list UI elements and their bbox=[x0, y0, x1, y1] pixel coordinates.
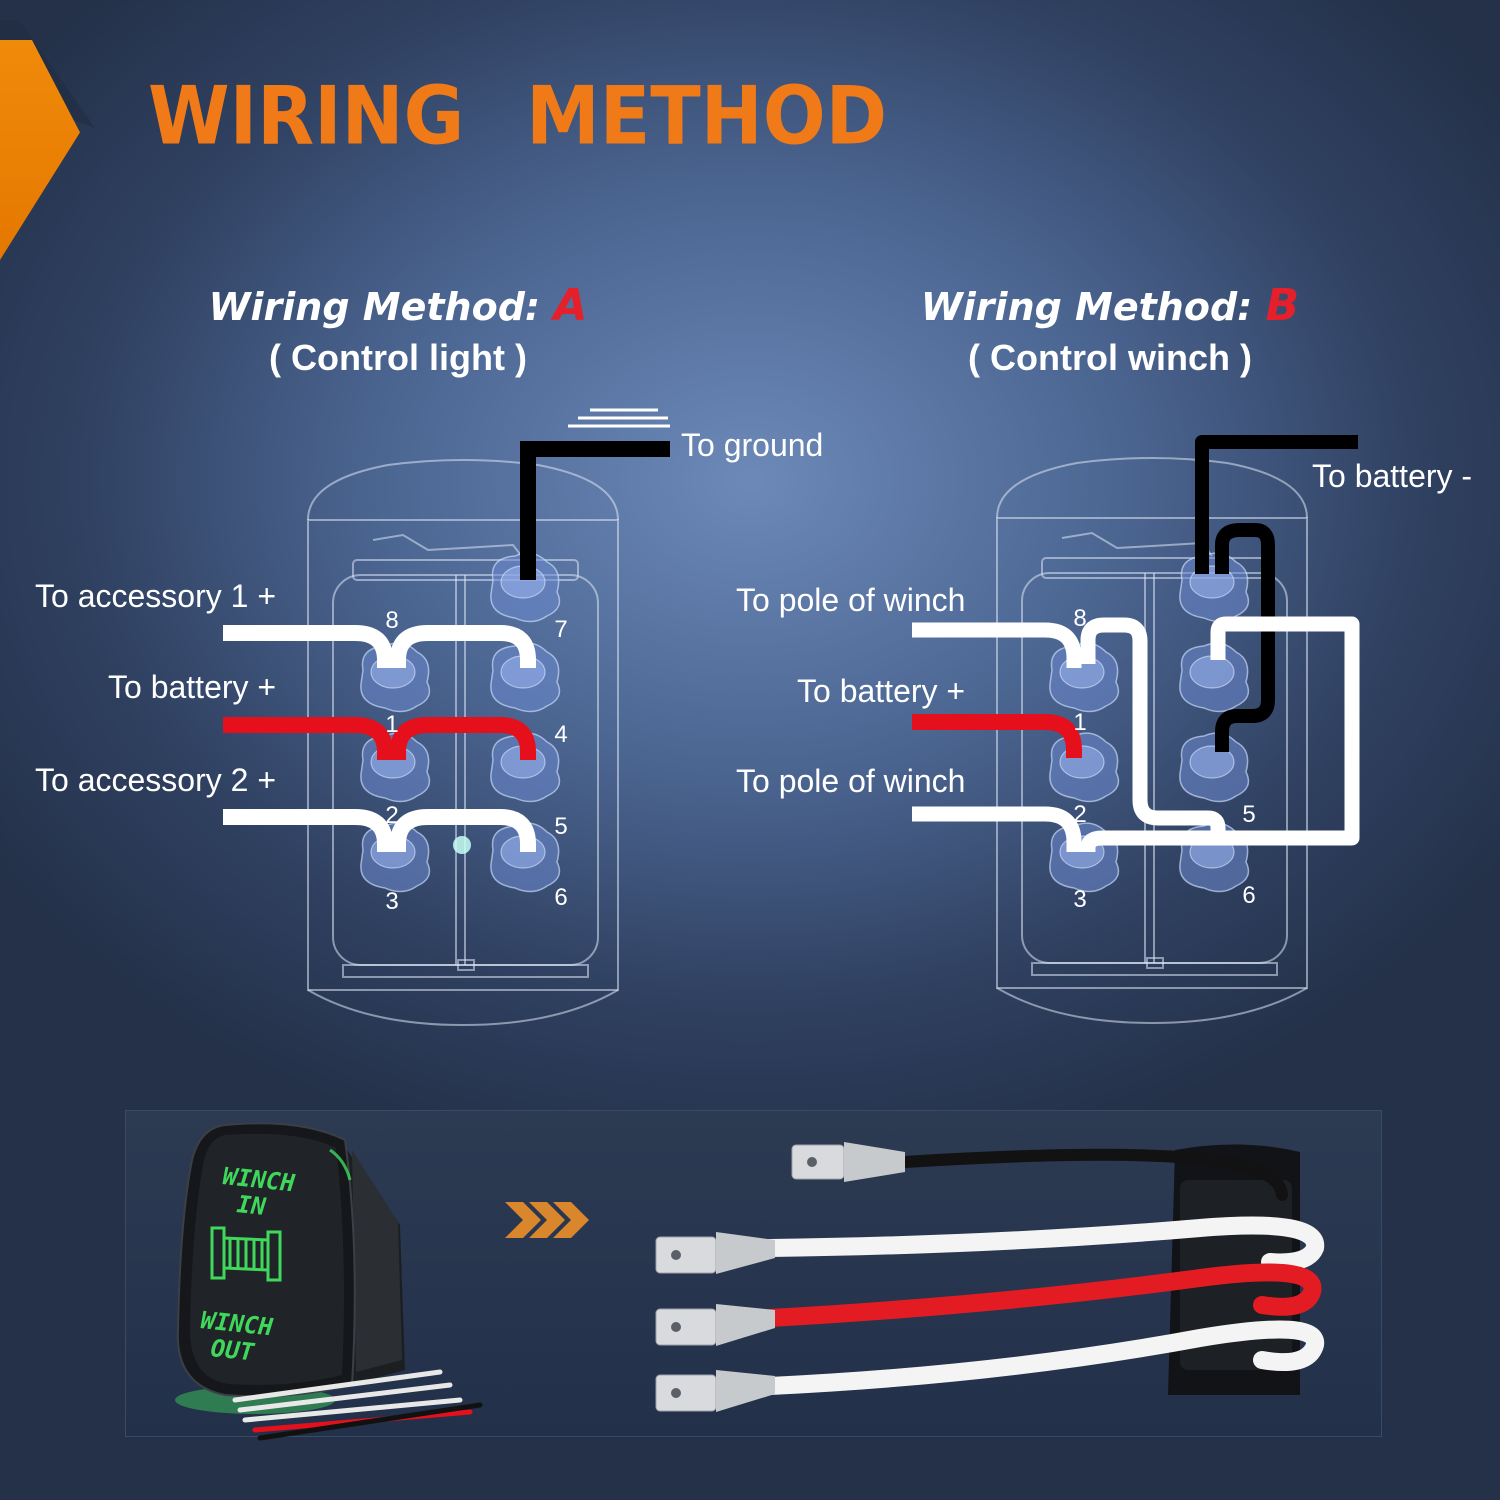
terminal-label: 8 bbox=[1073, 605, 1086, 632]
connector bbox=[791, 1142, 905, 1182]
method-a-subtitle: ( Control light ) bbox=[269, 337, 527, 378]
wire-pole-2 bbox=[912, 806, 1082, 852]
label-to-ground: To ground bbox=[681, 427, 824, 463]
accessory-wires-a bbox=[223, 625, 536, 852]
wire-battery-b bbox=[912, 714, 1082, 758]
wire-pole-1 bbox=[912, 622, 1082, 668]
terminal-label: 1 bbox=[1073, 709, 1086, 736]
terminal-label: 5 bbox=[1242, 801, 1255, 828]
battery-wires-a bbox=[223, 717, 536, 760]
terminal-label: 7 bbox=[554, 616, 567, 643]
wiring-diagrams: 8 7 1 4 2 5 3 6 bbox=[223, 408, 1360, 1026]
method-a-letter: A bbox=[553, 280, 588, 331]
method-b-subtitle: ( Control winch ) bbox=[968, 337, 1252, 378]
method-b-letter: B bbox=[1265, 280, 1300, 331]
method-a-diagram: 8 7 1 4 2 5 3 6 bbox=[223, 408, 670, 1026]
method-a-heading-text: Wiring Method: bbox=[208, 285, 541, 329]
switch-label-out: OUT bbox=[209, 1334, 257, 1367]
terminal-label: 3 bbox=[385, 888, 398, 915]
method-b-heading-text: Wiring Method: bbox=[920, 285, 1253, 329]
terminal-label: 6 bbox=[554, 884, 567, 911]
main-title: WIRING METHOD bbox=[148, 70, 888, 163]
terminal-label: 5 bbox=[554, 813, 567, 840]
terminal-label: 2 bbox=[1073, 801, 1086, 828]
ground-wire bbox=[520, 441, 670, 580]
terminal-label: 3 bbox=[1073, 886, 1086, 913]
terminal-label: 2 bbox=[385, 802, 398, 829]
jumper-8-5 bbox=[1080, 617, 1226, 836]
terminal-label: 4 bbox=[554, 721, 567, 748]
spade-connectors bbox=[655, 1142, 905, 1412]
label-accessory-2: To accessory 2 + bbox=[35, 762, 276, 798]
winch-icon bbox=[210, 1226, 282, 1282]
label-battery-positive-a: To battery + bbox=[108, 669, 277, 705]
label-accessory-1: To accessory 1 + bbox=[35, 578, 276, 614]
label-pole-of-winch-1: To pole of winch bbox=[736, 582, 966, 618]
jumper-2-7 bbox=[1080, 616, 1360, 856]
terminal-label: 1 bbox=[385, 711, 398, 738]
method-a-heading: Wiring Method: A bbox=[118, 280, 678, 331]
wire-battery-a bbox=[223, 717, 393, 760]
terminal-label: 6 bbox=[1242, 882, 1255, 909]
wire-harness-photo bbox=[761, 1148, 1325, 1395]
connector bbox=[655, 1370, 775, 1412]
wire-accessory-2 bbox=[223, 809, 393, 852]
method-b-heading: Wiring Method: B bbox=[830, 280, 1390, 331]
wire-battery-neg bbox=[1195, 435, 1358, 574]
method-b-header: Wiring Method: B ( Control winch ) bbox=[830, 280, 1390, 379]
connector bbox=[655, 1232, 775, 1274]
jumper-1-4 bbox=[390, 717, 536, 760]
ground-icon bbox=[568, 408, 670, 428]
label-battery-negative: To battery - bbox=[1312, 458, 1473, 494]
method-a-header: Wiring Method: A ( Control light ) bbox=[118, 280, 678, 379]
switch-label-in: IN bbox=[235, 1190, 267, 1221]
jumper-8-7 bbox=[390, 625, 536, 668]
winch-wires bbox=[912, 616, 1360, 856]
terminal-label: 8 bbox=[385, 607, 398, 634]
connector bbox=[655, 1304, 775, 1346]
jumper-2-5 bbox=[390, 809, 536, 852]
indicator-led bbox=[453, 836, 471, 854]
rocker-switch-photo: WINCH IN WINCH OUT bbox=[175, 1122, 483, 1441]
pigtail-wires bbox=[232, 1369, 483, 1441]
wire-accessory-1 bbox=[223, 625, 393, 668]
label-pole-of-winch-2: To pole of winch bbox=[736, 763, 966, 799]
method-b-diagram: 8 1 5 2 3 6 bbox=[912, 435, 1360, 1024]
chevron-arrows-icon bbox=[505, 1202, 589, 1238]
label-battery-positive-b: To battery + bbox=[797, 673, 966, 709]
